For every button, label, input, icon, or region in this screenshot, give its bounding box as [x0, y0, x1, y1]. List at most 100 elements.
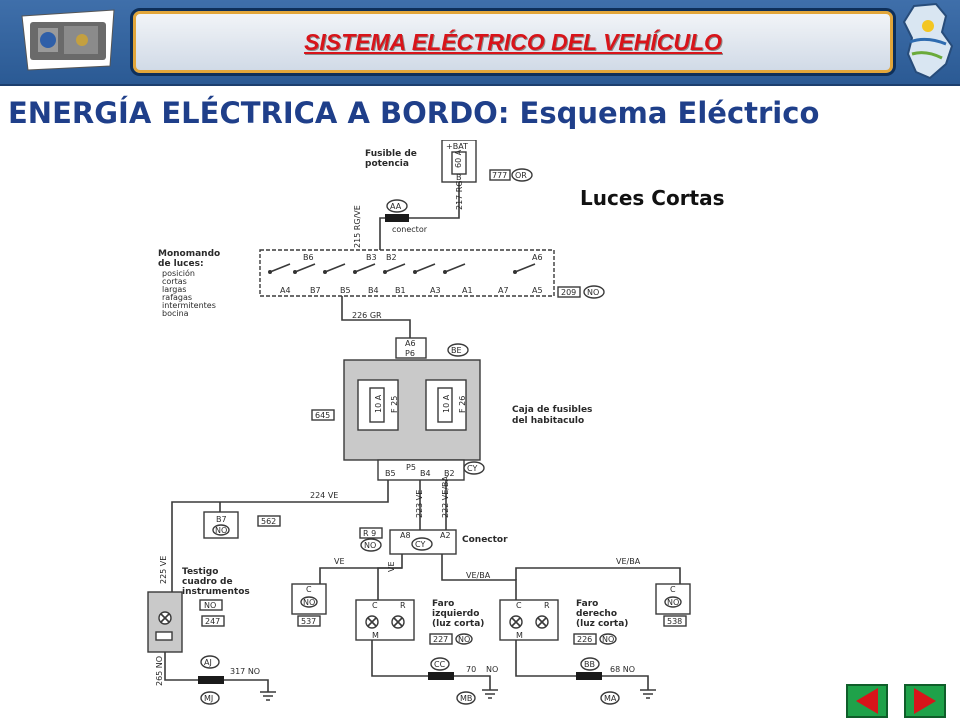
code-537: 537 — [301, 617, 316, 626]
diagram-subtitle: Luces Cortas — [580, 186, 725, 210]
code-247: 247 — [205, 617, 220, 626]
pin-b7: B7 — [310, 286, 321, 295]
testigo-line2: cuadro de — [182, 577, 233, 587]
wiring-schematic: +BAT 60 A B Fusible de potencia 777 OR 2… — [147, 140, 691, 705]
pin-b5: B5 — [340, 286, 351, 295]
code-562: 562 — [261, 517, 276, 526]
faro-der-pin-c: C — [516, 601, 522, 610]
conn-aa: AA — [390, 202, 402, 211]
code-317: 317 NO — [230, 667, 260, 676]
wire-veba-mid: VE/BA — [466, 571, 491, 580]
next-slide-button[interactable] — [904, 684, 946, 718]
code-or: OR — [515, 171, 527, 180]
code-no-b7: NO — [215, 526, 227, 535]
conn-pin-a2: A2 — [440, 531, 451, 540]
wire-224: 224 VE — [310, 491, 338, 500]
faro-izq-pin-r: R — [400, 601, 406, 610]
code-777: 777 — [492, 171, 507, 180]
monomando-line5: largas — [162, 285, 186, 294]
pin-b3: B3 — [366, 253, 377, 262]
monomando-line2: de luces: — [158, 259, 204, 269]
faro-der-pin-m: M — [516, 631, 523, 640]
province-map-logo-icon — [896, 2, 958, 82]
caja-fusibles-line1: Caja de fusibles — [512, 405, 592, 415]
pin-a3: A3 — [430, 286, 441, 295]
code-c-right: C — [670, 585, 676, 594]
pin-box-b4: B4 — [420, 469, 431, 478]
ground-mb: MB — [460, 694, 472, 703]
wire-ve-left: VE — [334, 557, 345, 566]
code-209: 209 — [561, 288, 576, 297]
fusible-potencia-line2: potencia — [365, 159, 409, 169]
pin-b2: B2 — [386, 253, 397, 262]
main-fuse-rating: 60 A — [454, 149, 463, 168]
monomando-line3: posición — [162, 268, 195, 278]
faro-der-line2: derecho — [576, 609, 617, 619]
pin-a6: A6 — [405, 339, 416, 348]
monomando-line6: rafagas — [162, 293, 192, 302]
wire-265: 265 NO — [155, 656, 164, 686]
monomando-line7: intermitentes — [162, 301, 216, 310]
code-538: 538 — [667, 617, 682, 626]
conector-small: conector — [392, 225, 428, 234]
wire-225: 225 VE — [159, 556, 168, 584]
header-bar: SISTEMA ELÉCTRICO DEL VEHÍCULO — [0, 0, 960, 86]
faro-der-line1: Faro — [576, 599, 598, 609]
engine-logo-icon — [18, 8, 118, 72]
bat-label: +BAT — [446, 142, 468, 151]
caja-fusibles-line2: del habitaculo — [512, 416, 584, 426]
fusible-potencia-line1: Fusible de — [365, 149, 417, 159]
ground-ma: MA — [604, 694, 617, 703]
code-227: 227 — [433, 635, 448, 644]
code-be: BE — [451, 346, 462, 355]
pin-a5: A5 — [532, 286, 543, 295]
faro-izq-pin-m: M — [372, 631, 379, 640]
code-b7: B7 — [216, 515, 227, 524]
code-no-testigo: NO — [204, 601, 216, 610]
code-aj: AJ — [204, 658, 212, 667]
page-title: SISTEMA ELÉCTRICO DEL VEHÍCULO — [304, 28, 722, 55]
triangle-left-icon — [856, 688, 878, 714]
monomando-line1: Monomando — [158, 249, 220, 259]
faro-izq-line1: Faro — [432, 599, 454, 609]
code-no-right: NO — [667, 598, 679, 607]
code-70: 70 — [466, 665, 476, 674]
fuse-25-name: F 25 — [390, 396, 399, 413]
code-r9: R 9 — [363, 529, 376, 538]
previous-slide-button[interactable] — [846, 684, 888, 718]
pin-box-p5: P5 — [406, 463, 416, 472]
pin-a6-top: A6 — [532, 253, 543, 262]
code-no-left: NO — [303, 598, 315, 607]
code-226: 226 — [577, 635, 592, 644]
wire-222: 222 VE/BA — [441, 475, 450, 518]
pin-a1: A1 — [462, 286, 473, 295]
wire-ve-vertical: VE — [387, 561, 396, 572]
code-68: 68 NO — [610, 665, 635, 674]
pin-b6: B6 — [303, 253, 314, 262]
pin-box-b2: B2 — [444, 469, 455, 478]
code-no-226: NO — [602, 635, 614, 644]
conn-pin-a8: A8 — [400, 531, 411, 540]
wire-223: 223 VE — [415, 490, 424, 518]
monomando-line8: bocina — [162, 309, 189, 318]
faro-izq-line3: (luz corta) — [432, 619, 484, 629]
pin-b1: B1 — [395, 286, 406, 295]
wire-217: 217 RG — [455, 180, 464, 210]
faro-der-pin-r: R — [544, 601, 550, 610]
wire-226: 226 GR — [352, 311, 382, 320]
wire-veba-right: VE/BA — [616, 557, 641, 566]
ground-mj: MJ — [204, 694, 213, 703]
code-cc: CC — [434, 660, 446, 669]
main-fuse-pin: B — [456, 173, 462, 182]
code-no-70: NO — [486, 665, 498, 674]
section-heading: ENERGÍA ELÉCTRICA A BORDO: Esquema Eléct… — [8, 96, 820, 130]
pin-b4: B4 — [368, 286, 379, 295]
code-no-227: NO — [458, 635, 470, 644]
faro-izq-line2: izquierdo — [432, 609, 479, 619]
testigo-line3: instrumentos — [182, 587, 250, 597]
wire-215: 215 RG/VE — [353, 205, 362, 248]
code-cy-conn: CY — [415, 540, 425, 549]
fuse-26-rating: 10 A — [442, 394, 451, 413]
pin-a7: A7 — [498, 286, 509, 295]
code-bb: BB — [584, 660, 595, 669]
